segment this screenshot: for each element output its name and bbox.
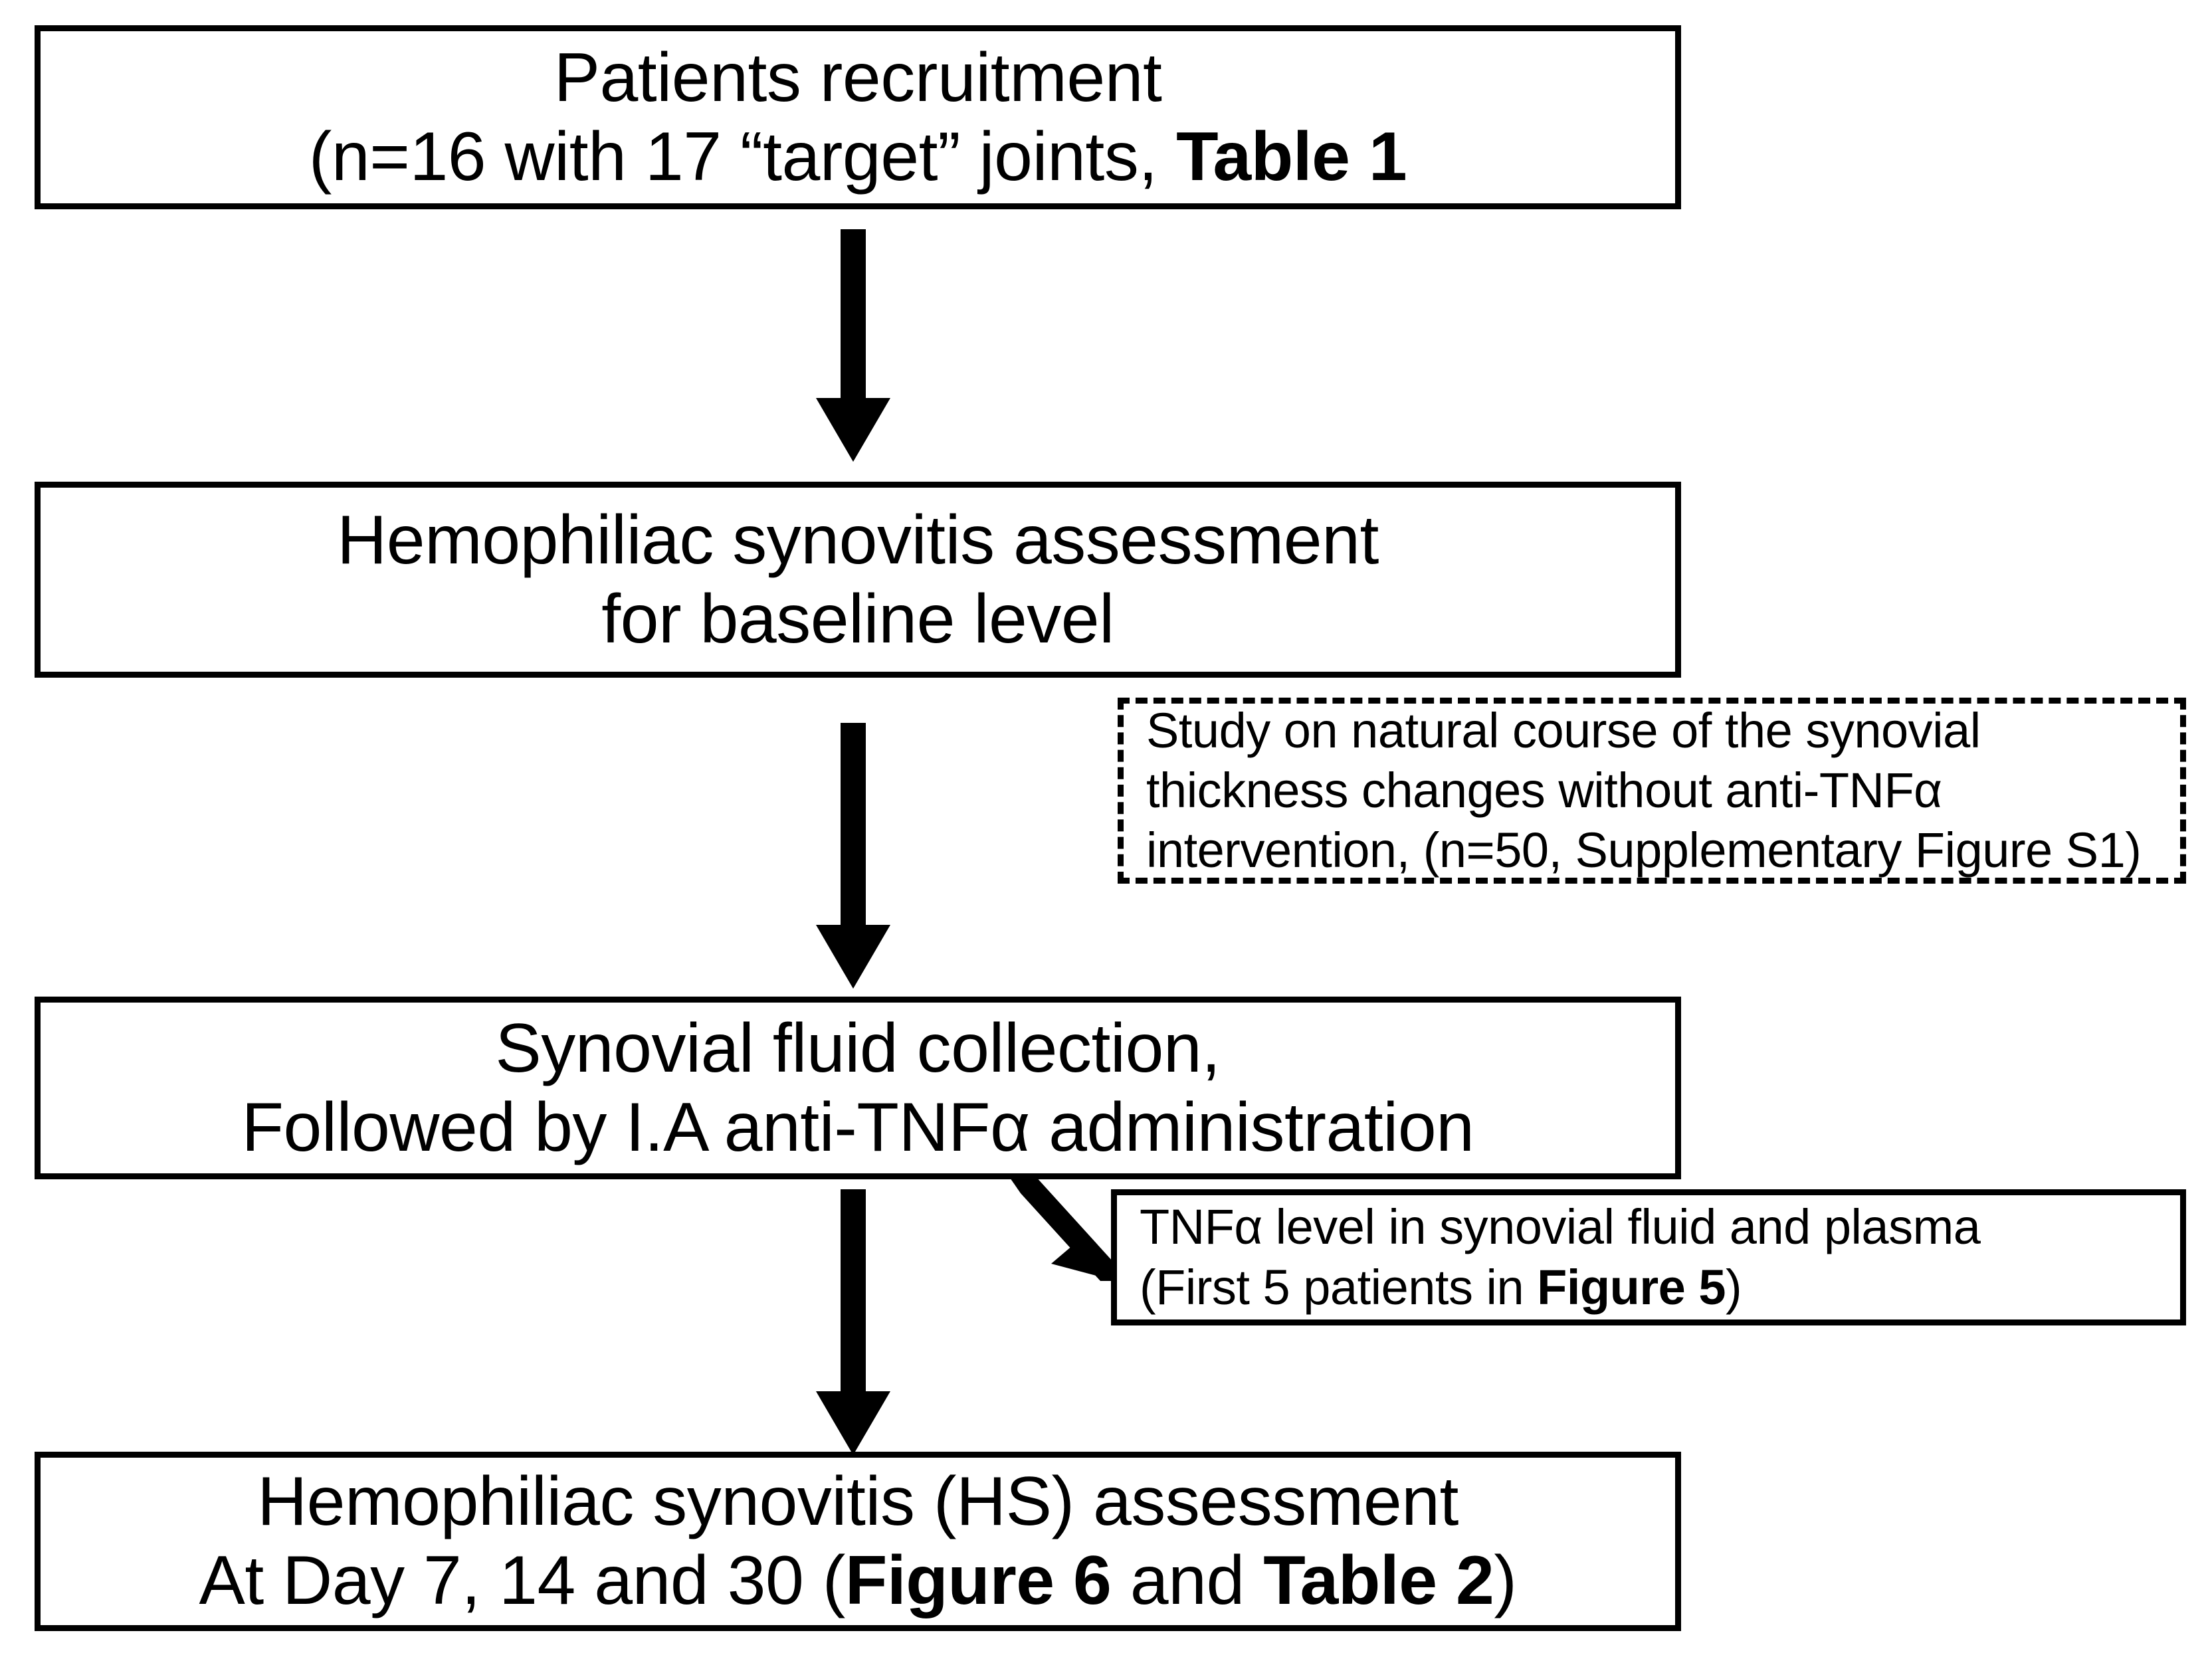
arrow-shaft xyxy=(841,229,866,398)
text-fragment: At Day 7, 14 and 30 ( xyxy=(199,1542,846,1619)
arrow-head xyxy=(1051,1241,1116,1281)
node-tnf-alpha-levels: TNFα level in synovial fluid and plasma … xyxy=(1111,1189,2186,1325)
text-fragment: ) xyxy=(1726,1259,1742,1315)
node-patients-recruitment-line2: (n=16 with 17 “target” joints, Table 1 xyxy=(309,118,1407,197)
node-patients-recruitment: Patients recruitment (n=16 with 17 “targ… xyxy=(35,25,1681,209)
arrow-head xyxy=(816,398,890,462)
node-synovial-fluid-collection-line2: Followed by I.A anti-TNFα administration xyxy=(241,1088,1474,1166)
node-followup-assessment: Hemophiliac synovitis (HS) assessment At… xyxy=(35,1452,1681,1631)
node-synovial-fluid-collection: Synovial fluid collection, Followed by I… xyxy=(35,997,1681,1179)
node-baseline-assessment-line1: Hemophiliac synovitis assessment xyxy=(337,501,1379,579)
arrow-shaft xyxy=(841,1189,866,1391)
arrow-collection-to-tnf-levels xyxy=(1009,1176,1116,1281)
node-tnf-alpha-levels-line1: TNFα level in synovial fluid and plasma xyxy=(1140,1199,1981,1255)
reference-table-1: Table 1 xyxy=(1176,118,1407,195)
reference-figure-5: Figure 5 xyxy=(1537,1259,1726,1315)
text-fragment: (n=16 with 17 “target” joints, xyxy=(308,118,1177,195)
arrow-head xyxy=(816,1391,890,1455)
node-baseline-assessment-line2: for baseline level xyxy=(601,580,1114,658)
arrow-collection-to-followup xyxy=(816,1189,890,1455)
node-patients-recruitment-line1: Patients recruitment xyxy=(553,39,1162,116)
reference-figure-6: Figure 6 xyxy=(845,1542,1112,1619)
arrow-baseline-to-collection xyxy=(816,723,890,989)
arrow-shaft xyxy=(841,723,866,925)
arrow-recruitment-to-baseline xyxy=(816,229,890,462)
node-synovial-fluid-collection-line1: Synovial fluid collection, xyxy=(495,1009,1221,1087)
node-followup-assessment-line1: Hemophiliac synovitis (HS) assessment xyxy=(257,1463,1458,1541)
node-natural-course-line2: thickness changes without anti-TNFα xyxy=(1146,762,1942,818)
node-natural-course-line1: Study on natural course of the synovial xyxy=(1146,702,1981,758)
node-natural-course-line3: intervention, (n=50, Supplementary Figur… xyxy=(1146,823,2142,878)
node-tnf-alpha-levels-line2: (First 5 patients in Figure 5) xyxy=(1140,1258,1742,1317)
node-baseline-assessment: Hemophiliac synovitis assessment for bas… xyxy=(35,482,1681,678)
arrow-head xyxy=(816,925,890,989)
node-natural-course-study: Study on natural course of the synovial … xyxy=(1118,698,2186,884)
text-fragment: (First 5 patients in xyxy=(1140,1259,1538,1315)
reference-table-2: Table 2 xyxy=(1263,1542,1494,1619)
text-fragment: ) xyxy=(1494,1542,1517,1619)
node-followup-assessment-line2: At Day 7, 14 and 30 (Figure 6 and Table … xyxy=(199,1541,1517,1620)
text-fragment: and xyxy=(1111,1542,1264,1619)
